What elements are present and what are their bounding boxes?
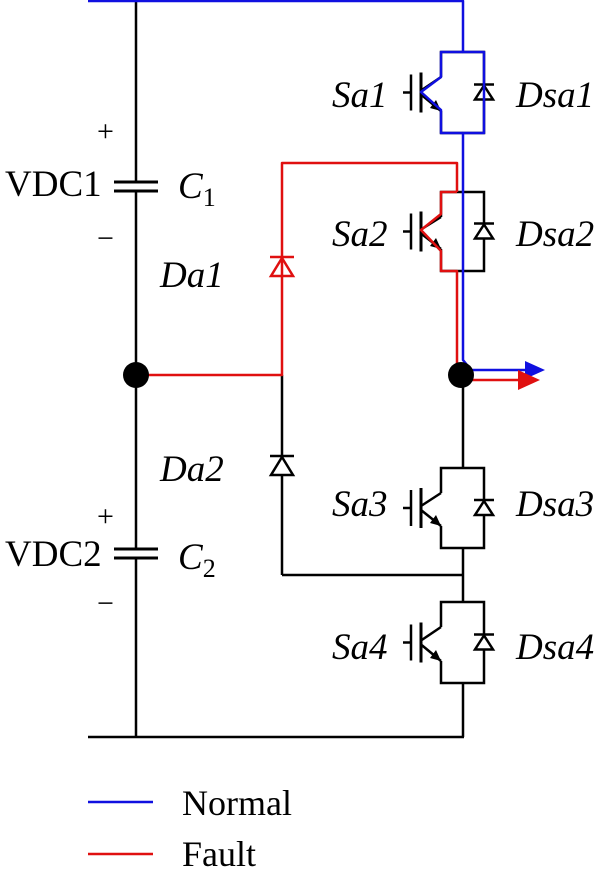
dsa4-label: Dsa4	[515, 627, 594, 668]
fault-arrowhead	[518, 370, 540, 390]
sa1-igbt-cell	[403, 50, 496, 135]
dsa2-diode-icon	[472, 222, 496, 240]
sa4-label: Sa4	[332, 627, 388, 668]
dsa3-diode-icon	[472, 498, 496, 517]
capacitor-c2	[114, 547, 158, 560]
c2-minus-sign: −	[97, 587, 114, 620]
c1-plus-sign: +	[97, 115, 114, 148]
c1-minus-sign: −	[97, 222, 114, 255]
legend: Normal Fault	[88, 783, 292, 874]
neutral-wiring	[280, 375, 464, 577]
dsa1-label: Dsa1	[515, 75, 594, 116]
da2-label: Da2	[159, 449, 224, 490]
legend-fault-label: Fault	[182, 834, 256, 869]
output-node-dot	[448, 362, 474, 388]
vdc1-label: VDC1	[5, 164, 102, 205]
labels: + VDC1 C1 − + VDC2 C2 − Da1 Da2 Sa1 Sa2 …	[5, 75, 594, 668]
vdc2-label: VDC2	[5, 534, 102, 575]
sa2-label: Sa2	[332, 214, 388, 255]
c2-label: C2	[178, 537, 216, 583]
normal-arrowhead	[525, 361, 545, 379]
sa3-label: Sa3	[332, 484, 388, 525]
sa3-igbt-cell	[403, 466, 496, 550]
sa4-igbt-cell	[403, 600, 496, 685]
dsa4-diode-icon	[472, 633, 496, 651]
sa2-igbt-cell	[403, 190, 496, 273]
dsa2-label: Dsa2	[515, 214, 594, 255]
da2-diode-icon	[268, 454, 296, 477]
sa1-label: Sa1	[332, 75, 388, 116]
normal-path-line	[88, 0, 528, 372]
fault-path-neutral	[136, 161, 459, 377]
neutral-point-dot	[123, 362, 149, 388]
da1-label: Da1	[159, 255, 224, 296]
sa4-emitter-arrow	[430, 650, 441, 661]
c2-plus-sign: +	[97, 500, 114, 533]
dsa3-label: Dsa3	[515, 484, 594, 525]
sa3-emitter-arrow	[430, 515, 441, 526]
legend-normal-label: Normal	[182, 783, 292, 823]
capacitor-c1	[114, 180, 158, 193]
c1-label: C1	[178, 166, 216, 212]
normal-path-sa1-channel	[419, 50, 463, 135]
